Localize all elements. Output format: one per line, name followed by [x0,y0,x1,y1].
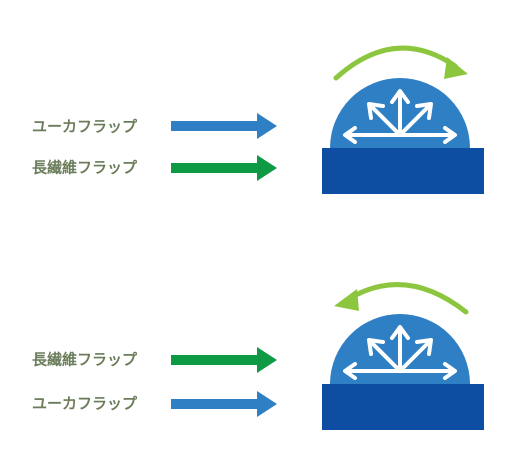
top-row1-arrow [171,113,277,139]
bottom-row2-arrow [171,391,277,417]
top-base [322,148,484,194]
bottom-base [322,384,484,430]
top-row1-label: ユーカフラップ [32,118,138,136]
top-burst-arrows-icon [343,89,457,144]
top-row2-label: 長繊維フラップ [32,159,138,177]
bottom-row1-label: 長繊維フラップ [32,351,138,369]
top-panel: ユーカフラップ 長繊維フラップ [32,45,484,194]
bottom-burst-arrows-icon [343,325,457,380]
bottom-row2-label: ユーカフラップ [32,395,138,413]
bottom-row1-arrow [171,347,277,373]
bottom-device [322,314,484,430]
top-device [322,78,484,194]
bottom-panel: 長繊維フラップ ユーカフラップ [32,282,484,430]
top-rotation-arrow-icon [333,45,468,81]
top-row2-arrow [171,155,277,181]
bottom-rotation-arrow-icon [334,282,469,315]
